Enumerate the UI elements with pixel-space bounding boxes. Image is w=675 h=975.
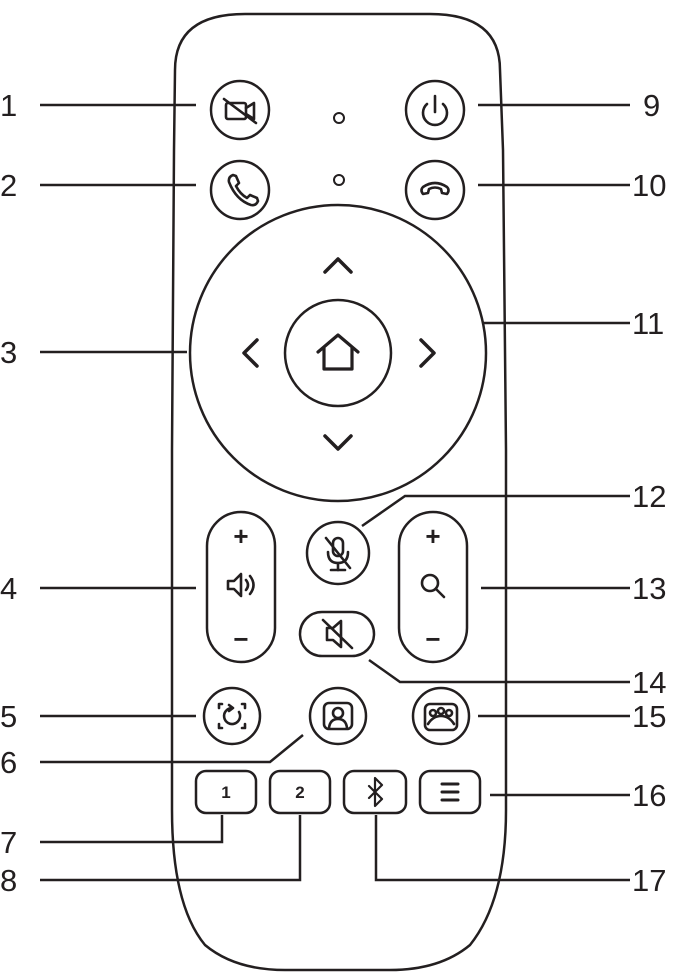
callout-6: 6 <box>0 745 17 780</box>
hang-up-icon <box>420 181 450 196</box>
callout-7: 7 <box>0 825 17 860</box>
volume-minus-label: − <box>233 624 248 654</box>
mic-mute-button[interactable] <box>305 520 371 586</box>
callout-8: 8 <box>0 863 17 898</box>
callout-4: 4 <box>0 571 17 606</box>
arrow-right-icon <box>419 338 436 368</box>
mic-mute-icon <box>324 536 352 572</box>
magnifier-icon <box>420 573 446 599</box>
power-button[interactable] <box>404 79 466 141</box>
callout-3: 3 <box>0 335 17 370</box>
zoom-rocker[interactable]: + − <box>397 510 469 664</box>
callout-15: 15 <box>632 699 666 734</box>
bluetooth-icon <box>367 776 384 808</box>
callout-1: 1 <box>0 88 17 123</box>
group-frame-icon <box>423 702 459 732</box>
callout-14: 14 <box>632 665 666 700</box>
callout-numbers: 1 2 3 4 5 6 7 8 9 10 11 12 13 14 15 16 1… <box>0 88 666 898</box>
nav-down-button[interactable] <box>323 434 353 451</box>
callout-9: 9 <box>643 88 660 123</box>
camera-off-button[interactable] <box>209 79 271 141</box>
menu-icon <box>440 782 460 802</box>
speaker-icon <box>226 572 255 598</box>
callout-16: 16 <box>632 778 666 813</box>
volume-plus-label: + <box>233 521 248 551</box>
callout-13: 13 <box>632 571 666 606</box>
nav-left-button[interactable] <box>242 338 259 368</box>
callout-10: 10 <box>632 168 666 203</box>
camera-reset-button[interactable] <box>202 686 262 746</box>
person-frame-button[interactable] <box>308 686 368 746</box>
callout-17: 17 <box>632 863 666 898</box>
power-icon <box>421 94 449 127</box>
bluetooth-button[interactable] <box>342 769 408 815</box>
callout-2: 2 <box>0 168 17 203</box>
preset-2-button[interactable]: 2 <box>268 769 332 815</box>
menu-button[interactable] <box>418 769 482 815</box>
home-icon <box>316 333 360 371</box>
led-indicator-bottom <box>333 174 345 186</box>
phone-call-icon <box>227 173 260 207</box>
speaker-mute-button[interactable] <box>298 610 376 658</box>
home-button[interactable] <box>283 298 393 408</box>
camera-off-icon <box>222 97 258 125</box>
zoom-plus-label: + <box>425 521 440 551</box>
callout-5: 5 <box>0 699 17 734</box>
volume-rocker[interactable]: + − <box>205 510 277 664</box>
arrow-down-icon <box>323 434 353 451</box>
callout-11: 11 <box>632 306 664 341</box>
callout-12: 12 <box>632 479 666 514</box>
arrow-up-icon <box>323 257 353 274</box>
camera-reset-icon <box>217 702 247 730</box>
preset-2-label: 2 <box>295 783 304 802</box>
led-indicator-top <box>333 112 345 124</box>
preset-1-label: 1 <box>221 783 230 802</box>
arrow-left-icon <box>242 338 259 368</box>
nav-up-button[interactable] <box>323 257 353 274</box>
remote-body <box>170 12 508 972</box>
person-frame-icon <box>322 701 354 731</box>
call-button[interactable] <box>209 159 271 221</box>
preset-1-button[interactable]: 1 <box>194 769 258 815</box>
group-frame-button[interactable] <box>411 686 471 746</box>
zoom-minus-label: − <box>425 624 440 654</box>
nav-right-button[interactable] <box>419 338 436 368</box>
hang-up-button[interactable] <box>404 159 466 221</box>
speaker-mute-icon <box>321 618 354 650</box>
